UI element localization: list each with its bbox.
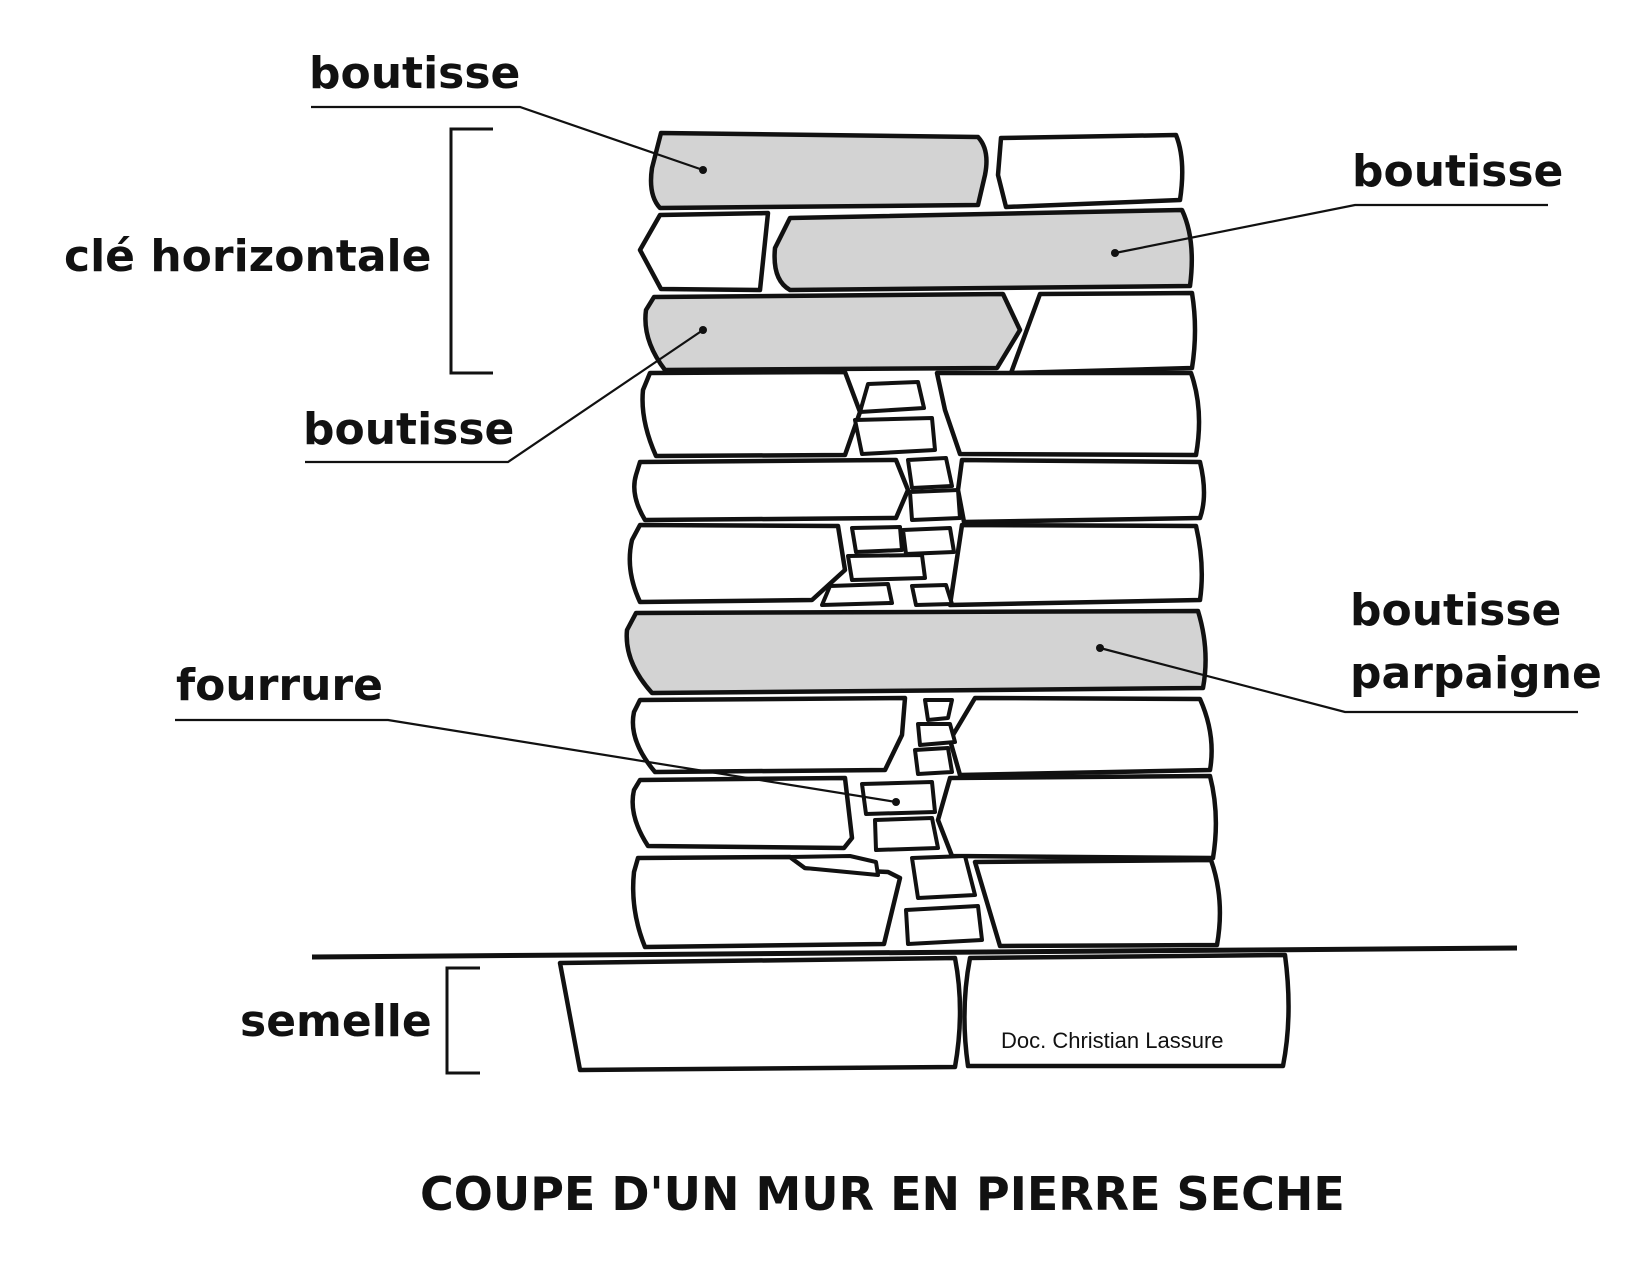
stone	[935, 773, 1219, 861]
label-boutisse-left: boutisse	[303, 404, 514, 455]
stone	[640, 369, 863, 459]
header-stone-left	[643, 291, 1023, 373]
stone	[947, 522, 1205, 608]
stone	[934, 370, 1202, 458]
leader-fourrure	[175, 718, 897, 804]
fill-stone	[901, 526, 956, 556]
stone	[947, 695, 1214, 778]
label-cle-horizontale: clé horizontale	[64, 231, 431, 282]
hearting-fill	[820, 380, 984, 946]
fill-stone	[846, 553, 927, 582]
stone	[995, 132, 1185, 210]
fill-stone	[906, 456, 954, 490]
anchor-dot	[699, 166, 707, 174]
stone	[630, 775, 855, 851]
header-stone-top	[648, 130, 989, 211]
leader-boutisse-parpaigne	[1099, 646, 1578, 714]
label-fourrure: fourrure	[176, 660, 383, 711]
fill-stone	[913, 746, 954, 776]
stone	[630, 854, 903, 950]
stone	[632, 457, 911, 523]
fill-stone	[853, 416, 937, 456]
credit-text: Doc. Christian Lassure	[1001, 1028, 1224, 1053]
header-stone-right	[772, 207, 1195, 293]
foundation-stone-left	[557, 955, 963, 1073]
leader-boutisse-right	[1114, 203, 1548, 255]
bracket-semelle	[445, 966, 480, 1075]
label-semelle: semelle	[240, 996, 432, 1047]
fill-stone	[923, 698, 954, 722]
through-stone-parpaigne	[624, 608, 1208, 696]
fill-stone	[850, 525, 904, 554]
anchor-dot	[699, 326, 707, 334]
anchor-dot	[1111, 249, 1119, 257]
fill-stone	[860, 780, 937, 816]
stone	[630, 695, 908, 775]
label-boutisse-parpaigne-line1: boutisse	[1350, 585, 1561, 636]
leader-lines	[175, 105, 1578, 806]
label-boutisse-right: boutisse	[1352, 146, 1563, 197]
leader-boutisse-top	[311, 105, 704, 172]
anchor-dot	[892, 798, 900, 806]
stone	[1008, 290, 1198, 376]
label-boutisse-parpaigne-line2: parpaigne	[1350, 648, 1602, 699]
stone	[627, 522, 848, 605]
wedge-stone	[788, 854, 880, 877]
stone	[972, 857, 1223, 949]
diagram-title: COUPE D'UN MUR EN PIERRE SECHE	[420, 1167, 1345, 1221]
fill-stone	[904, 904, 984, 946]
anchor-dot	[1096, 644, 1104, 652]
fill-stone	[910, 583, 954, 607]
fill-stone	[908, 488, 962, 522]
ground-line	[311, 945, 1518, 960]
leader-boutisse-left	[305, 329, 704, 464]
stone	[637, 210, 771, 293]
fill-stone	[916, 722, 957, 747]
fill-stone	[858, 380, 926, 414]
fill-stone	[910, 854, 977, 900]
fill-stone	[820, 582, 894, 607]
stone	[955, 457, 1207, 525]
fill-stone	[873, 816, 940, 852]
bracket-cle-horizontale	[449, 127, 493, 375]
foundation-stone-right	[962, 952, 1291, 1069]
label-boutisse-top: boutisse	[309, 48, 520, 99]
